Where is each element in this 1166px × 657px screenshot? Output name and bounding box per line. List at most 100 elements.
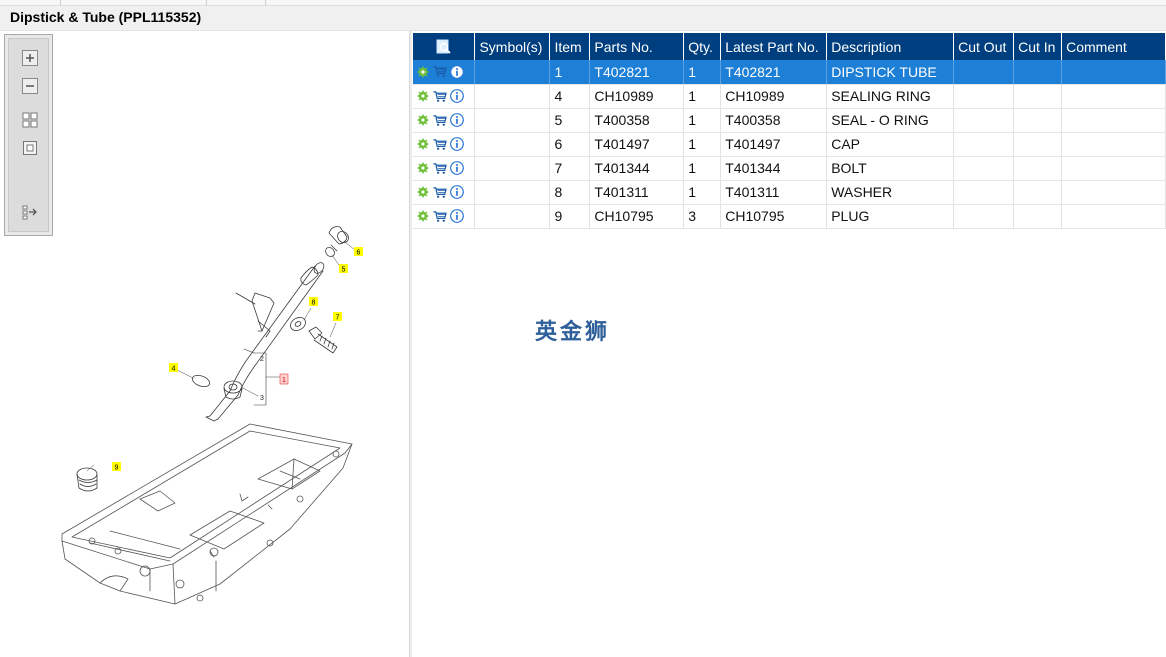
callout-7[interactable]: 7 [333, 312, 342, 322]
table-row[interactable]: 1 T402821 1 T402821 DIPSTICK TUBE [413, 60, 1166, 85]
svg-text:4: 4 [172, 366, 176, 373]
cell-cut-out [953, 132, 1015, 157]
gear-icon[interactable] [416, 185, 430, 199]
cell-latest-part-no: CH10989 [720, 84, 828, 109]
fit-page-icon[interactable] [21, 111, 39, 129]
export-icon[interactable] [21, 203, 39, 221]
cell-qty: 3 [683, 204, 722, 229]
cart-icon[interactable] [433, 65, 447, 79]
cell-item: 8 [549, 180, 591, 205]
plug-drawing [76, 467, 98, 492]
table-row[interactable]: 8 T401311 1 T401311 WASHER [413, 180, 1166, 205]
cell-comment [1061, 204, 1166, 229]
svg-text:9: 9 [115, 465, 119, 472]
cell-parts-no: CH10989 [589, 84, 685, 109]
cart-icon[interactable] [433, 89, 447, 103]
cell-description: DIPSTICK TUBE [826, 60, 955, 85]
cart-icon[interactable] [433, 185, 447, 199]
info-icon[interactable] [450, 161, 464, 175]
actual-size-icon[interactable] [21, 139, 39, 157]
cell-comment [1061, 108, 1166, 133]
table-row[interactable]: 7 T401344 1 T401344 BOLT [413, 156, 1166, 181]
callout-6[interactable]: 6 [354, 247, 363, 257]
cell-latest-part-no: T401311 [720, 180, 828, 205]
callout-8[interactable]: 8 [309, 297, 318, 307]
exploded-diagram[interactable]: 6 5 8 7 4 1 2 [0, 31, 409, 657]
cart-icon[interactable] [433, 161, 447, 175]
table-row[interactable]: 6 T401497 1 T401497 CAP [413, 132, 1166, 157]
info-icon[interactable] [450, 209, 464, 223]
cart-icon[interactable] [433, 113, 447, 127]
info-icon[interactable] [450, 185, 464, 199]
cell-cut-in [1013, 156, 1063, 181]
gear-icon[interactable] [416, 137, 430, 151]
header-cut-out[interactable]: Cut Out [953, 33, 1015, 60]
cell-description: CAP [826, 132, 955, 157]
cell-symbols [474, 132, 551, 157]
cell-parts-no: CH10795 [589, 204, 685, 229]
gear-icon[interactable] [416, 209, 430, 223]
callout-1[interactable]: 1 [279, 373, 289, 385]
cart-icon[interactable] [433, 209, 447, 223]
cell-qty: 1 [683, 60, 722, 85]
header-description[interactable]: Description [826, 33, 955, 60]
callout-3: 3 [260, 395, 264, 402]
zoom-in-icon[interactable] [21, 49, 39, 67]
cell-item: 5 [549, 108, 591, 133]
callout-9[interactable]: 9 [112, 462, 121, 472]
gear-icon[interactable] [416, 89, 430, 103]
cell-comment [1061, 60, 1166, 85]
search-preview-icon[interactable] [436, 39, 452, 55]
header-cut-in[interactable]: Cut In [1013, 33, 1063, 60]
cell-parts-no: T401311 [589, 180, 685, 205]
table-row[interactable]: 9 CH10795 3 CH10795 PLUG [413, 204, 1166, 229]
cell-description: SEALING RING [826, 84, 955, 109]
cell-qty: 1 [683, 108, 722, 133]
zoom-out-icon[interactable] [21, 77, 39, 95]
table-row[interactable]: 4 CH10989 1 CH10989 SEALING RING [413, 84, 1166, 109]
header-comment[interactable]: Comment [1061, 33, 1166, 60]
cell-description: WASHER [826, 180, 955, 205]
illustration-panel: 6 5 8 7 4 1 2 [0, 31, 409, 657]
row-actions [413, 84, 476, 109]
cell-cut-in [1013, 204, 1063, 229]
cell-comment [1061, 84, 1166, 109]
info-icon[interactable] [450, 137, 464, 151]
header-parts-no[interactable]: Parts No. [589, 33, 685, 60]
cell-cut-out [953, 204, 1015, 229]
callout-5[interactable]: 5 [339, 264, 348, 274]
page-title: Dipstick & Tube (PPL115352) [10, 9, 202, 25]
gear-icon[interactable] [416, 113, 430, 127]
cart-icon[interactable] [433, 137, 447, 151]
info-icon[interactable] [450, 89, 464, 103]
svg-text:1: 1 [282, 377, 286, 384]
cell-comment [1061, 132, 1166, 157]
callout-4[interactable]: 4 [169, 363, 178, 373]
cell-latest-part-no: T401497 [720, 132, 828, 157]
panel-splitter[interactable] [409, 31, 412, 657]
gear-icon[interactable] [416, 161, 430, 175]
header-item[interactable]: Item [549, 33, 591, 60]
row-actions [413, 60, 476, 85]
cell-comment [1061, 156, 1166, 181]
cell-latest-part-no: CH10795 [720, 204, 828, 229]
row-actions [413, 156, 476, 181]
header-latest-part-no[interactable]: Latest Part No. [720, 33, 828, 60]
info-icon[interactable] [450, 113, 464, 127]
cell-description: BOLT [826, 156, 955, 181]
gear-icon[interactable] [416, 65, 430, 79]
cell-symbols [474, 60, 551, 85]
header-qty[interactable]: Qty. [683, 33, 722, 60]
grommet-drawing [223, 380, 243, 400]
table-row[interactable]: 5 T400358 1 T400358 SEAL - O RING [413, 108, 1166, 133]
cell-symbols [474, 156, 551, 181]
header-tools[interactable] [413, 33, 476, 60]
zoom-toolbar [4, 34, 53, 236]
cell-latest-part-no: T400358 [720, 108, 828, 133]
row-actions [413, 132, 476, 157]
row-actions [413, 204, 476, 229]
cell-parts-no: T401497 [589, 132, 685, 157]
header-symbols[interactable]: Symbol(s) [474, 33, 551, 60]
info-icon[interactable] [450, 64, 464, 79]
svg-text:6: 6 [357, 250, 361, 257]
